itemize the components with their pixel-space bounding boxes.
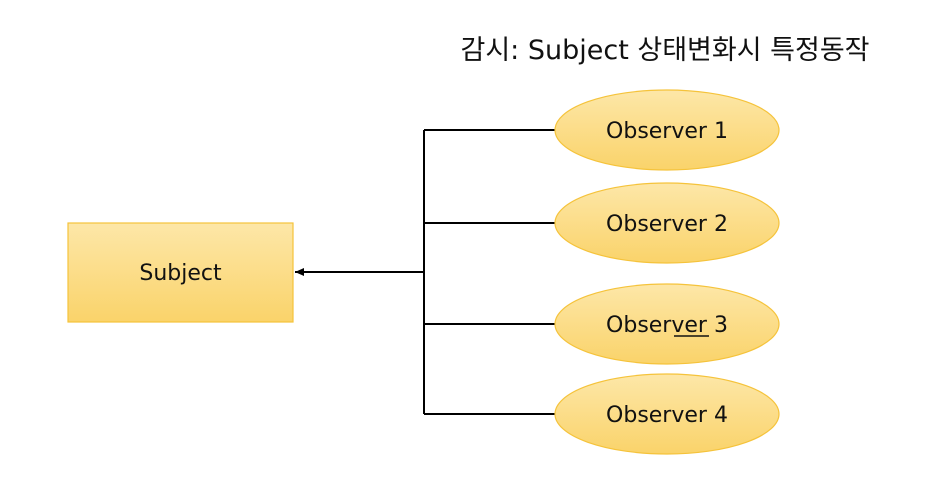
- observer-label: Observer 2: [606, 212, 728, 237]
- connector-lines: [295, 129, 556, 415]
- observer-ellipse: [554, 182, 780, 264]
- subject-label: Subject: [139, 261, 222, 286]
- observer-node-4: Observer 4: [554, 373, 780, 455]
- observer-label: Observer 1: [606, 119, 728, 144]
- observer-node-1: Observer 1: [554, 89, 780, 171]
- observer-ellipse: [554, 373, 780, 455]
- observer-ellipse: [554, 283, 780, 365]
- subject-box: [67, 222, 294, 323]
- observer-label: Observer 4: [606, 403, 728, 428]
- diagram-title: 감시: Subject 상태변화시 특정동작: [460, 35, 869, 66]
- observer-ellipse: [554, 89, 780, 171]
- observer-node-3: Observer 3: [554, 283, 780, 365]
- observer-node-2: Observer 2: [554, 182, 780, 264]
- subject-node: Subject: [67, 222, 294, 323]
- observer-label: Observer 3: [606, 313, 728, 338]
